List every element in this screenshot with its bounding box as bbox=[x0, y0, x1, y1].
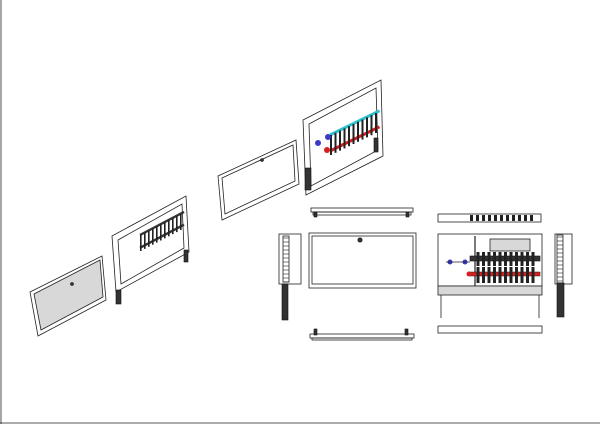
outlet-top bbox=[476, 215, 479, 221]
outlet-top bbox=[518, 215, 521, 221]
outlet-top bbox=[506, 215, 509, 221]
iso-outlet bbox=[176, 216, 178, 233]
iso-outlet bbox=[144, 232, 146, 249]
outlet-lower bbox=[509, 267, 513, 283]
manifold-front-view bbox=[437, 233, 543, 318]
iso-outlet bbox=[172, 218, 174, 235]
iso-outlet bbox=[352, 124, 355, 144]
manifold-top-view bbox=[437, 213, 542, 223]
outlet-upper bbox=[487, 252, 491, 266]
iso-valve bbox=[324, 147, 330, 153]
outlet-upper bbox=[526, 252, 529, 266]
iso-cover-middle bbox=[217, 139, 300, 221]
iso-outlet bbox=[180, 214, 182, 230]
iso-valve bbox=[315, 140, 321, 146]
iso-outlet bbox=[366, 117, 368, 138]
outlet-top bbox=[512, 215, 515, 221]
outlet-upper bbox=[504, 252, 507, 266]
iso-outlet bbox=[334, 132, 337, 153]
cabinet-side-view-right bbox=[554, 233, 573, 318]
outlet-top bbox=[500, 215, 503, 221]
outlet-lower bbox=[498, 267, 502, 283]
outlet-top bbox=[524, 215, 527, 221]
iso-manifold-bar bbox=[139, 210, 185, 237]
iso-outlet bbox=[370, 115, 373, 136]
iso-outlet bbox=[330, 135, 332, 155]
cover-top-view bbox=[310, 207, 414, 218]
outlet-lower bbox=[515, 267, 518, 283]
outlet-lower bbox=[526, 267, 529, 283]
iso-outlet bbox=[339, 130, 341, 151]
cabinet-side-view-left bbox=[278, 233, 302, 321]
outlet-upper bbox=[509, 252, 513, 266]
iso-outlet bbox=[164, 222, 166, 239]
outlet-upper bbox=[493, 252, 496, 266]
outlet-lower bbox=[476, 267, 480, 283]
iso-outlet bbox=[148, 230, 150, 247]
outlet-top bbox=[530, 215, 533, 221]
iso-cover-left bbox=[29, 255, 107, 337]
outlet-top bbox=[494, 215, 497, 221]
cover-bottom-view bbox=[309, 328, 415, 341]
outlet-upper bbox=[498, 252, 502, 266]
outlet-upper bbox=[520, 252, 524, 266]
outlet-lower bbox=[493, 267, 496, 283]
iso-cabinet-right bbox=[302, 79, 384, 196]
outlet-lower bbox=[520, 267, 524, 283]
cover-front-view bbox=[308, 232, 417, 289]
outlet-upper bbox=[482, 252, 485, 266]
iso-valve bbox=[325, 134, 331, 140]
iso-outlet bbox=[375, 113, 377, 133]
iso-outlet bbox=[361, 119, 364, 140]
outlet-top bbox=[470, 215, 473, 221]
iso-outlet bbox=[357, 121, 359, 142]
iso-outlet bbox=[348, 126, 350, 147]
iso-outlet bbox=[168, 220, 170, 237]
iso-outlet bbox=[140, 235, 142, 251]
outlet-upper bbox=[515, 252, 518, 266]
iso-outlet bbox=[152, 228, 154, 245]
outlet-lower bbox=[531, 267, 535, 283]
manifold-bottom-view bbox=[437, 325, 543, 334]
outlet-top bbox=[488, 215, 491, 221]
iso-manifold-bar bbox=[329, 109, 381, 137]
iso-outlet bbox=[343, 128, 346, 149]
iso-cabinet-left bbox=[111, 195, 190, 305]
outlet-upper bbox=[476, 252, 480, 266]
outlet-lower bbox=[487, 267, 491, 283]
outlet-top bbox=[482, 215, 485, 221]
outlet-lower bbox=[504, 267, 507, 283]
outlet-lower bbox=[482, 267, 485, 283]
iso-outlet bbox=[156, 226, 158, 243]
iso-outlet bbox=[160, 224, 162, 241]
outlet-upper bbox=[531, 252, 535, 266]
